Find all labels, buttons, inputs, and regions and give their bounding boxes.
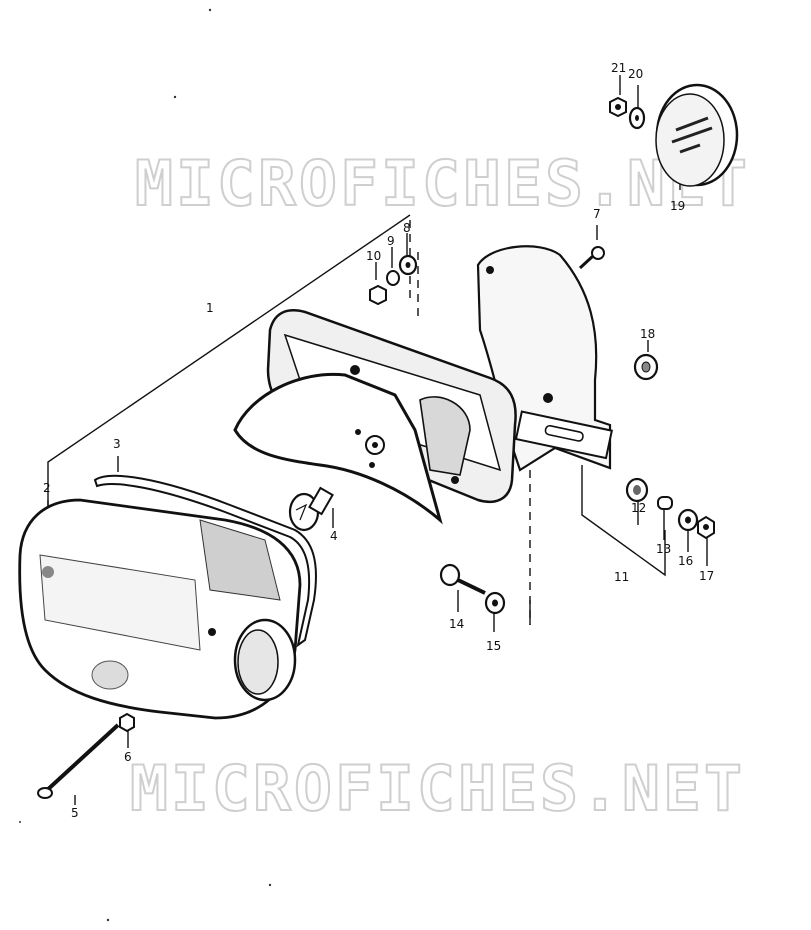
callout-16: 16 [678, 554, 693, 568]
callout-15: 15 [486, 639, 501, 653]
collar-part-12 [625, 477, 649, 503]
grommet-part-18 [633, 353, 659, 381]
reflector-part-19 [655, 83, 739, 187]
watermark-top: MICROFICHES.NET [135, 147, 750, 220]
nut-part-10 [369, 284, 387, 306]
screw-part-5 [37, 723, 120, 799]
bolt-part-14 [439, 563, 486, 595]
callout-labels: 1 2 3 4 5 6 6 7 8 9 10 11 12 13 14 15 16… [43, 61, 714, 820]
lens-part-2 [18, 498, 302, 720]
washer-part-16 [677, 508, 699, 532]
scan-specks [19, 8, 272, 922]
callout-20: 20 [628, 67, 643, 81]
callout-12: 12 [631, 501, 646, 515]
callout-6-lower: 6 [124, 750, 132, 764]
callout-14: 14 [449, 617, 464, 631]
callout-10: 10 [366, 249, 381, 263]
bulb-part-4 [288, 486, 334, 532]
callout-13: 13 [656, 542, 671, 556]
screw-part-7 [578, 246, 605, 270]
washer-part-15 [484, 591, 506, 615]
callout-5: 5 [71, 806, 79, 820]
nut-part-6-lower [119, 712, 135, 733]
callout-1: 1 [206, 301, 214, 315]
washer-part-20 [628, 106, 646, 130]
callout-19: 19 [670, 199, 685, 213]
callout-4: 4 [330, 529, 338, 543]
callout-18: 18 [640, 327, 655, 341]
callout-3: 3 [113, 437, 121, 451]
callout-8: 8 [403, 221, 411, 235]
callout-11: 11 [614, 570, 629, 584]
washer-part-9 [386, 270, 400, 286]
leader-lines [47, 75, 708, 805]
watermark-bottom: MICROFICHES.NET [130, 752, 745, 825]
callout-9: 9 [387, 234, 395, 248]
reflector-plate [233, 372, 443, 525]
callout-17: 17 [699, 569, 714, 583]
callout-7: 7 [593, 207, 601, 221]
washer-part-8 [398, 254, 418, 276]
callout-21: 21 [611, 61, 626, 75]
nut-part-17 [697, 515, 715, 540]
gasket-part-3 [93, 474, 317, 648]
callout-2: 2 [43, 481, 51, 495]
spacer-part-13 [657, 496, 673, 510]
nut-part-21 [609, 96, 627, 118]
